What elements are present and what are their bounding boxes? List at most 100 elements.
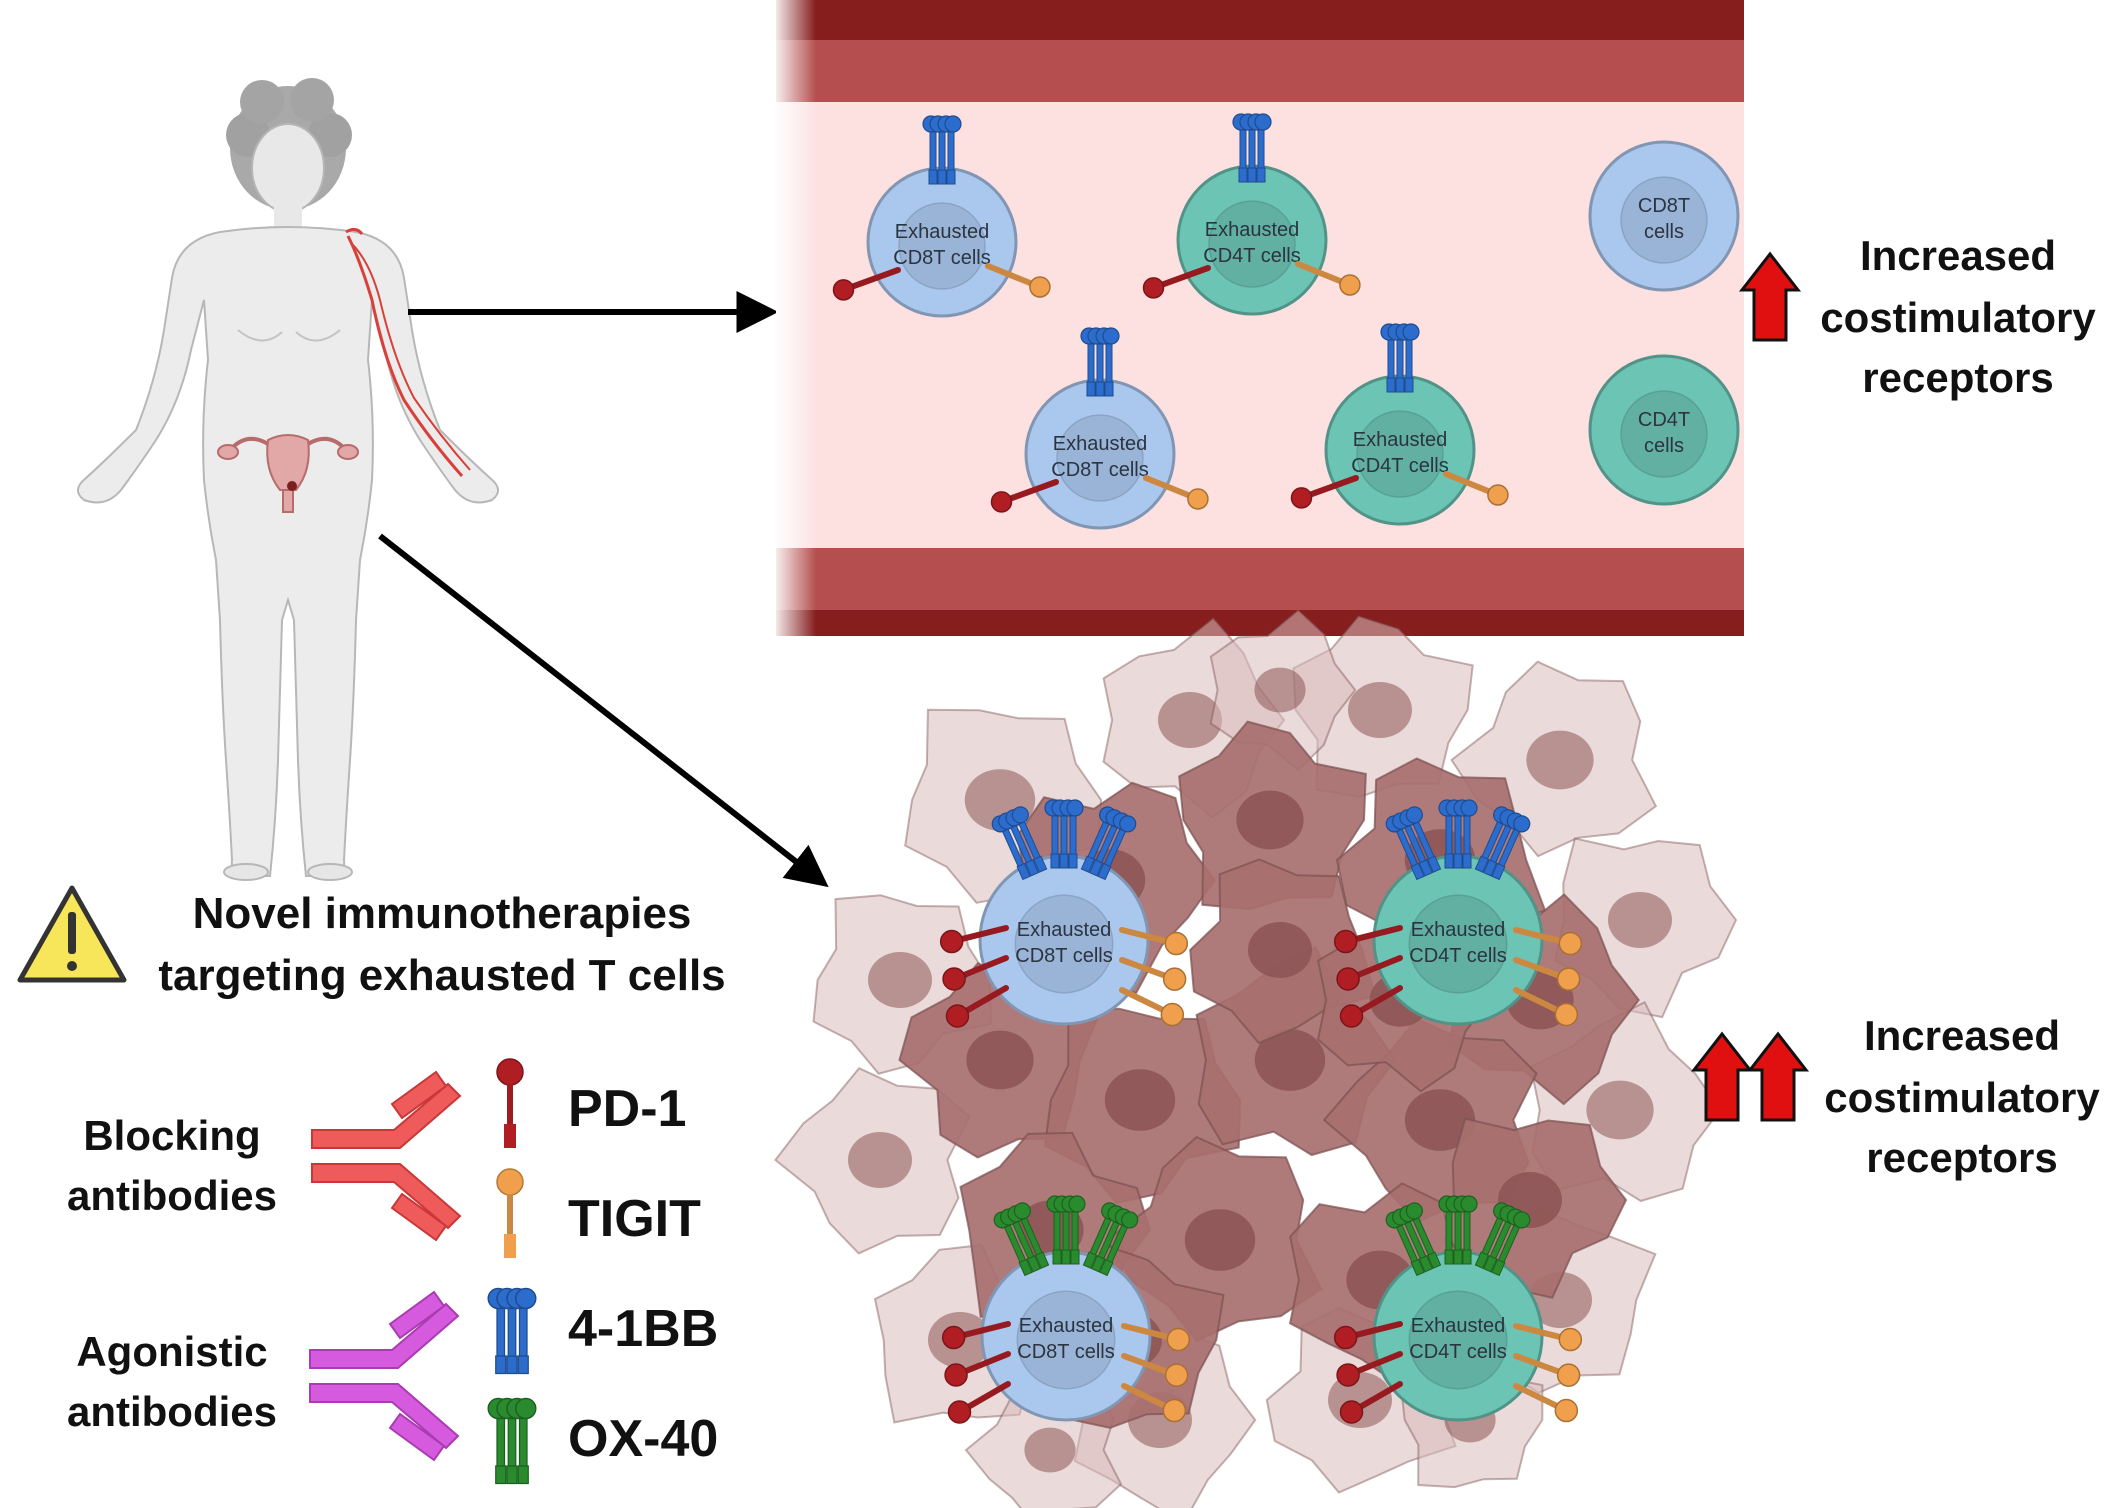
vessel-tcell-3-pd1-receptor	[990, 479, 1059, 513]
tumor-tcell-3-pd1-receptor-3	[947, 1381, 1011, 1424]
legend-pd1-label: PD-1	[568, 1080, 686, 1138]
vessel-tcell-3-41bb-receptor	[1080, 327, 1120, 397]
blocking-label-line1: Blocking	[83, 1112, 260, 1159]
vessel-tcell-4-label-line2: CD4T cells	[1351, 455, 1448, 477]
tumor-tcell-2-pd1-receptor-2	[1336, 955, 1403, 991]
vessel-tcell-3-label-line1: Exhausted	[1053, 433, 1148, 455]
vessel-tcell-2-label-line1: Exhausted	[1205, 219, 1300, 241]
tumor-tcell-2-41bb-receptor-1	[1385, 806, 1442, 881]
vessel-tcell-2-tigit-receptor	[1295, 261, 1361, 296]
vessel-tcell-2-label-line2: CD4T cells	[1203, 245, 1300, 267]
vessel-tcell-2-41bb-receptor	[1232, 113, 1272, 183]
vessel-annotation-line3: receptors	[1862, 354, 2053, 401]
tumor-tcell-3-tigit-receptor-2	[1121, 1353, 1189, 1387]
vessel-tcell-1-label-line1: Exhausted	[895, 221, 990, 243]
vessel-tcell-1-label-line2: CD8T cells	[893, 247, 990, 269]
blocking-label-line2: antibodies	[67, 1172, 277, 1219]
vessel-annotation-line2: costimulatory	[1820, 294, 2096, 341]
tumor-tcell-4-pd1-receptor-1	[1333, 1321, 1403, 1350]
blood-vessel	[776, 0, 1744, 636]
tumor-tcell-1-label-line1: Exhausted	[1017, 919, 1112, 941]
agonistic-label-line1: Agonistic	[76, 1328, 267, 1375]
tumor-tcell-1-tigit-receptor-2	[1119, 957, 1187, 991]
vessel-tcell-6-label-line2: cells	[1644, 435, 1684, 457]
tumor-tcell-4-pd1-receptor-3	[1339, 1381, 1403, 1424]
legend-ox40-icon	[487, 1397, 537, 1485]
tumor-tcell-2-tigit-receptor-2	[1513, 957, 1581, 991]
up-arrow-icon	[1738, 251, 1802, 342]
tumor-mass	[774, 609, 1738, 1508]
vessel-tcell-3-label-line2: CD8T cells	[1051, 459, 1148, 481]
woman-body-icon	[77, 78, 499, 881]
tumor-tcell-2-tigit-receptor-3	[1513, 987, 1579, 1027]
vessel-tcell-2-pd1-receptor	[1142, 265, 1211, 299]
legend-ox40-label: OX-40	[568, 1410, 718, 1468]
tumor-tcell-2-41bb-receptor-2	[1438, 799, 1478, 869]
tumor-tcell-4-tigit-receptor-1	[1513, 1323, 1583, 1352]
tumor-tcell-1-pd1-receptor-1	[939, 925, 1009, 954]
tumor-annotation-line1: Increased	[1864, 1012, 2060, 1059]
warning-line2: targeting exhausted T cells	[158, 951, 725, 1000]
tumor-tcell-3-pd1-receptor-2	[944, 1351, 1011, 1387]
artery-icon	[345, 227, 471, 477]
tumor-tcell-2-41bb-receptor-3	[1474, 806, 1531, 881]
vessel-annotation-line1: Increased	[1860, 232, 2056, 279]
tumor-tcell-2-label-line2: CD4T cells	[1409, 945, 1506, 967]
tumor-tcell-1-pd1-receptor-3	[945, 985, 1009, 1028]
agonistic-antibody-icon	[309, 1290, 460, 1462]
warning-icon	[17, 885, 127, 983]
vessel-tcell-1-41bb-receptor	[922, 115, 962, 185]
blocking-antibody-icon	[311, 1070, 462, 1242]
tumor-tcell-3-pd1-receptor-1	[941, 1321, 1011, 1350]
vessel-tcell-4-41bb-receptor	[1380, 323, 1420, 393]
tumor-annotation-line3: receptors	[1866, 1134, 2057, 1181]
tumor-tcell-4-tigit-receptor-2	[1513, 1353, 1581, 1387]
tumor-tcell-3-ox40-receptor-2	[1046, 1195, 1086, 1265]
tumor-tcell-4-label-line1: Exhausted	[1411, 1315, 1506, 1337]
legend-tigit-icon	[496, 1168, 524, 1258]
tumor-tcell-1-tigit-receptor-1	[1119, 927, 1189, 956]
double-up-arrow-icon	[1690, 1031, 1810, 1122]
tumor-tcell-1-tigit-receptor-3	[1119, 987, 1185, 1027]
legend-receptor-icons	[487, 1058, 537, 1485]
vessel-tcell-1-tigit-receptor	[985, 263, 1051, 298]
tumor-tcell-4-ox40-receptor-1	[1385, 1202, 1442, 1277]
tumor-tcell-1-41bb-receptor-3	[1080, 806, 1137, 881]
warning-line1: Novel immunotherapies	[193, 889, 692, 938]
legend-pd1-icon	[496, 1058, 524, 1148]
tumor-tcell-3-label-line2: CD8T cells	[1017, 1341, 1114, 1363]
tumor-tcell-1-41bb-receptor-2	[1044, 799, 1084, 869]
vessel-tcell-1-pd1-receptor	[832, 267, 901, 301]
tumor-annotation-line2: costimulatory	[1824, 1074, 2100, 1121]
vessel-tcell-5-label-line2: cells	[1644, 221, 1684, 243]
vessel-tcell-6: CD4T cells	[1588, 354, 1740, 506]
tumor-cell-2	[1178, 720, 1367, 911]
tumor-tcell-2-tigit-receptor-1	[1513, 927, 1583, 956]
tumor-tcell-4-label-line2: CD4T cells	[1409, 1341, 1506, 1363]
vessel-tcell-4-label-line1: Exhausted	[1353, 429, 1448, 451]
legend-41bb-label: 4-1BB	[568, 1300, 718, 1358]
vessel-tcell-3-tigit-receptor	[1143, 475, 1209, 510]
tumor-tcell-2-label-line1: Exhausted	[1411, 919, 1506, 941]
tumor-tcell-3-ox40-receptor-1	[993, 1202, 1050, 1277]
arrow-to-tumor	[378, 533, 829, 888]
vessel-tcell-4-tigit-receptor	[1443, 471, 1509, 506]
tumor-tcell-2-pd1-receptor-3	[1339, 985, 1403, 1028]
agonistic-label-line2: antibodies	[67, 1388, 277, 1435]
vessel-tcell-6-label-line1: CD4T	[1638, 409, 1690, 431]
tumor-tcell-4-ox40-receptor-2	[1438, 1195, 1478, 1265]
vessel-tcell-4-pd1-receptor	[1290, 475, 1359, 509]
tumor-tcell-4-tigit-receptor-3	[1513, 1383, 1579, 1423]
legend-41bb-icon	[487, 1287, 537, 1375]
tumor-tcell-3-ox40-receptor-3	[1082, 1202, 1139, 1277]
